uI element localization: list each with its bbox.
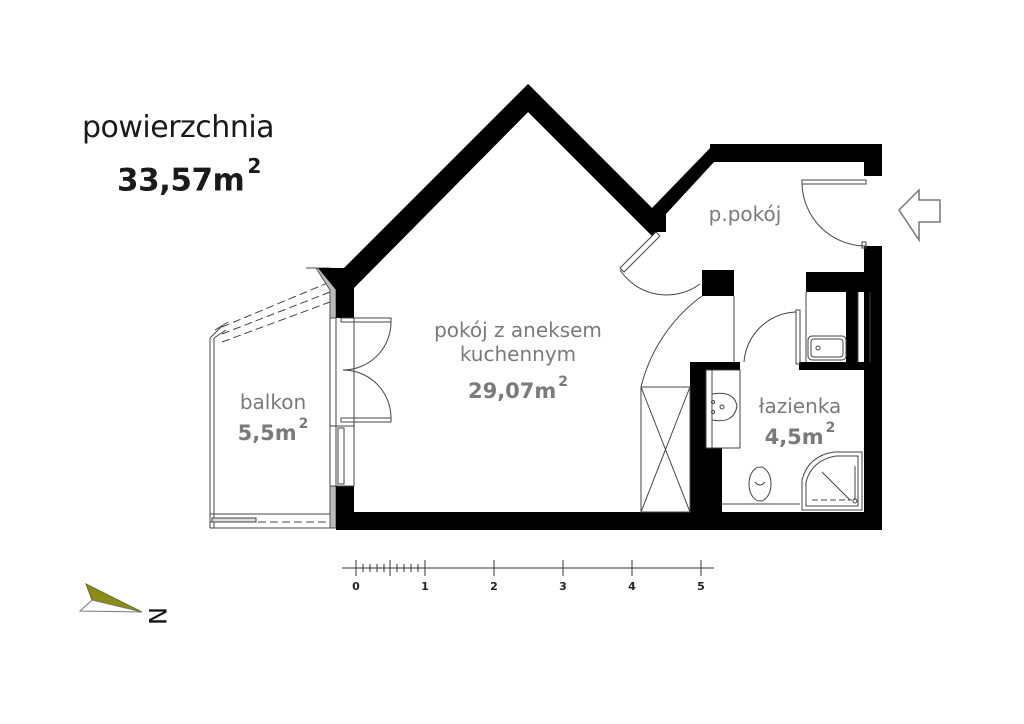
room-name: p.pokój <box>708 202 782 226</box>
compass-icon <box>78 582 143 613</box>
bathroom-door <box>743 309 801 365</box>
room-area-exponent: 2 <box>298 416 309 432</box>
entrance-arrow-icon <box>898 188 941 243</box>
walls <box>318 84 882 530</box>
room-name-line2: kuchennym <box>459 342 577 366</box>
area-label: powierzchnia <box>82 110 275 145</box>
entrance-door <box>801 179 867 249</box>
room-name: balkon <box>239 390 307 414</box>
room-area-value: 29,07m <box>467 379 557 403</box>
sink <box>705 369 741 449</box>
wardrobe <box>640 295 735 513</box>
room-area-exponent: 2 <box>825 420 836 436</box>
scale-bar <box>342 560 714 576</box>
scale-label-1: 1 <box>421 580 429 593</box>
scale-label-4: 4 <box>628 580 636 593</box>
toilet <box>722 466 800 505</box>
scale-label-3: 3 <box>559 580 567 593</box>
room-area-value: 4,5m <box>764 425 824 449</box>
room-area-exponent: 2 <box>558 374 569 390</box>
room-name: łazienka <box>758 394 842 418</box>
scale-label-2: 2 <box>490 580 498 593</box>
room-area-value: 5,5m <box>237 421 297 445</box>
scale-label-0: 0 <box>352 580 360 593</box>
shower <box>801 451 863 511</box>
door-main-hall <box>619 231 701 296</box>
utility-closet <box>805 292 871 362</box>
balcony-outline <box>209 267 332 529</box>
total-area-value: 33,57m <box>117 162 245 199</box>
north-label: N <box>142 607 171 625</box>
room-label-hallway: p.pokój <box>690 202 800 226</box>
room-name: pokój z aneksem <box>434 318 602 342</box>
balcony-doors <box>329 317 392 487</box>
scale-label-5: 5 <box>697 580 705 593</box>
total-area-exponent: 2 <box>247 154 261 178</box>
